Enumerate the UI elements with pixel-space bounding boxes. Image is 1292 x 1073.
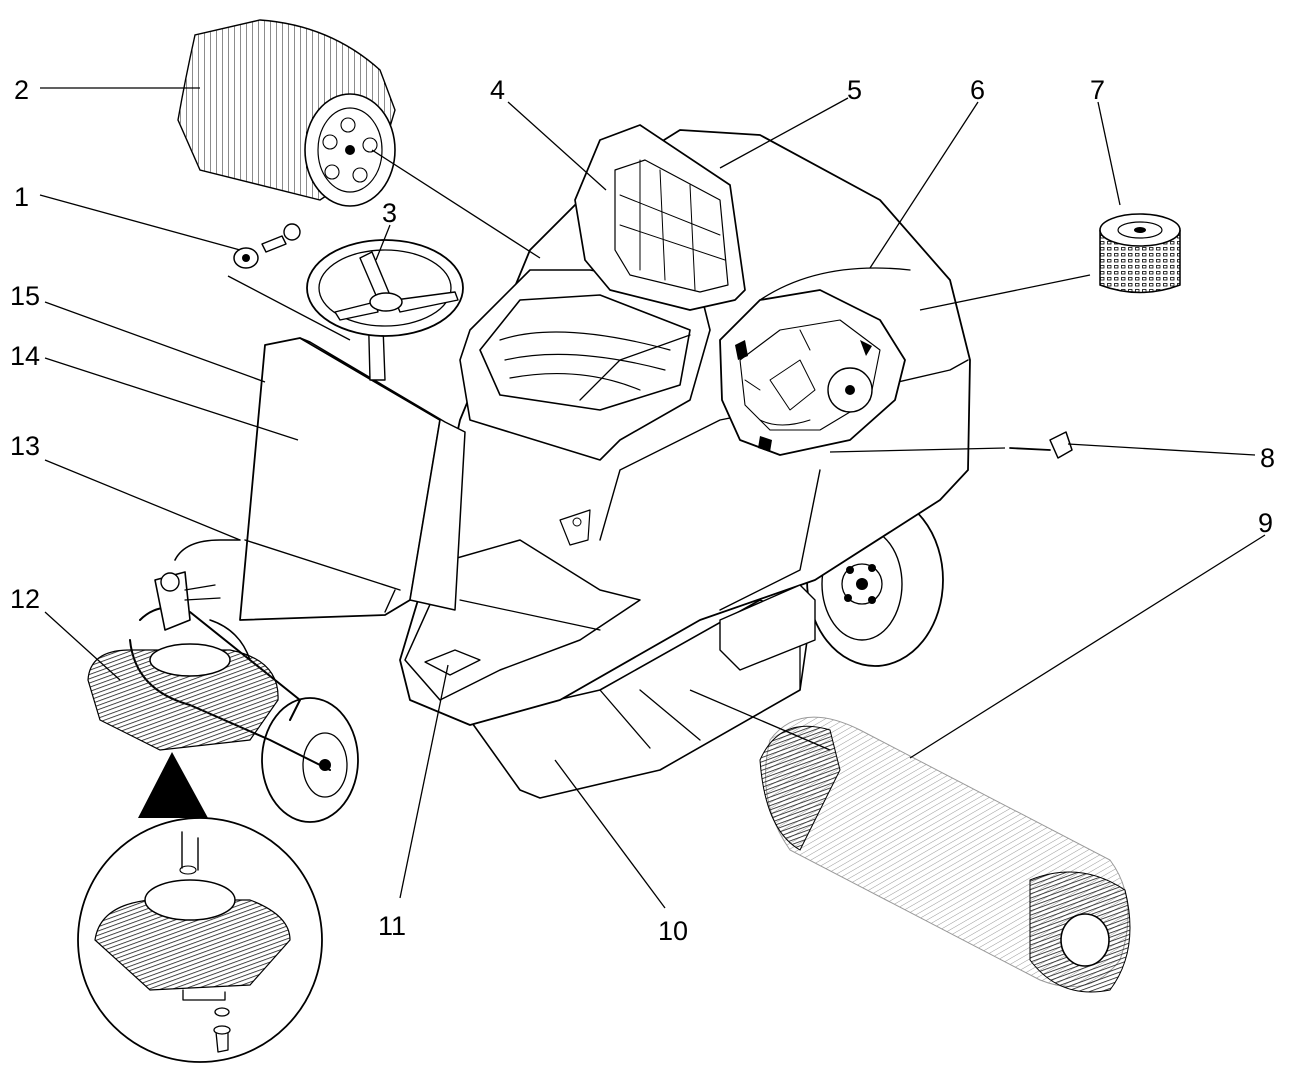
- leader-12: [44, 611, 121, 681]
- callout-6: 6: [970, 75, 985, 105]
- callout-15: 15: [10, 281, 40, 311]
- leader-lines: [39, 87, 1266, 909]
- callout-9: 9: [1258, 508, 1273, 538]
- sweeper-machine: [87, 124, 971, 823]
- leader-5: [719, 97, 849, 169]
- callout-13: 13: [10, 431, 40, 461]
- callout-14: 14: [10, 341, 40, 371]
- leader-15: [44, 301, 266, 383]
- engine-cutaway: [719, 289, 906, 456]
- leader-9: [909, 534, 1266, 759]
- leader-6: [869, 101, 979, 269]
- leader-1: [39, 194, 241, 251]
- ignition-key-icon: [233, 223, 301, 269]
- callout-5: 5: [847, 75, 862, 105]
- leader-8: [1067, 443, 1256, 456]
- leader-14: [44, 357, 299, 441]
- leader-11: [399, 664, 449, 899]
- callout-11: 11: [378, 911, 406, 941]
- side-brush: [87, 643, 279, 751]
- callout-12: 12: [10, 584, 40, 614]
- dipstick-icon: [1009, 431, 1073, 459]
- callout-8: 8: [1260, 443, 1275, 473]
- cylinder-brush: [177, 19, 396, 207]
- leader-4: [507, 101, 607, 191]
- leader-8-branch: [829, 447, 1006, 453]
- steering-wheel: [306, 239, 464, 337]
- leader-13: [44, 459, 241, 541]
- callout-7: 7: [1090, 75, 1105, 105]
- callout-labels: 1 2 3 4 5 6 7 8 9 10 11 12 13 14 15: [10, 75, 1275, 946]
- leader-10: [554, 759, 666, 909]
- air-filter-icon: [1099, 213, 1181, 294]
- callout-4: 4: [490, 75, 505, 105]
- callout-2: 2: [14, 75, 29, 105]
- leader-1-branch: [227, 275, 351, 341]
- main-roller-brush: [759, 716, 1131, 993]
- side-brush-detail: [77, 752, 323, 1063]
- leader-7: [1097, 101, 1121, 206]
- leader-9-branch: [689, 689, 831, 751]
- leader-2-branch: [371, 149, 541, 259]
- leader-3: [375, 224, 391, 261]
- callout-3: 3: [382, 198, 397, 228]
- callout-10: 10: [658, 916, 688, 946]
- callout-1: 1: [14, 182, 29, 212]
- leader-7-branch: [919, 274, 1091, 311]
